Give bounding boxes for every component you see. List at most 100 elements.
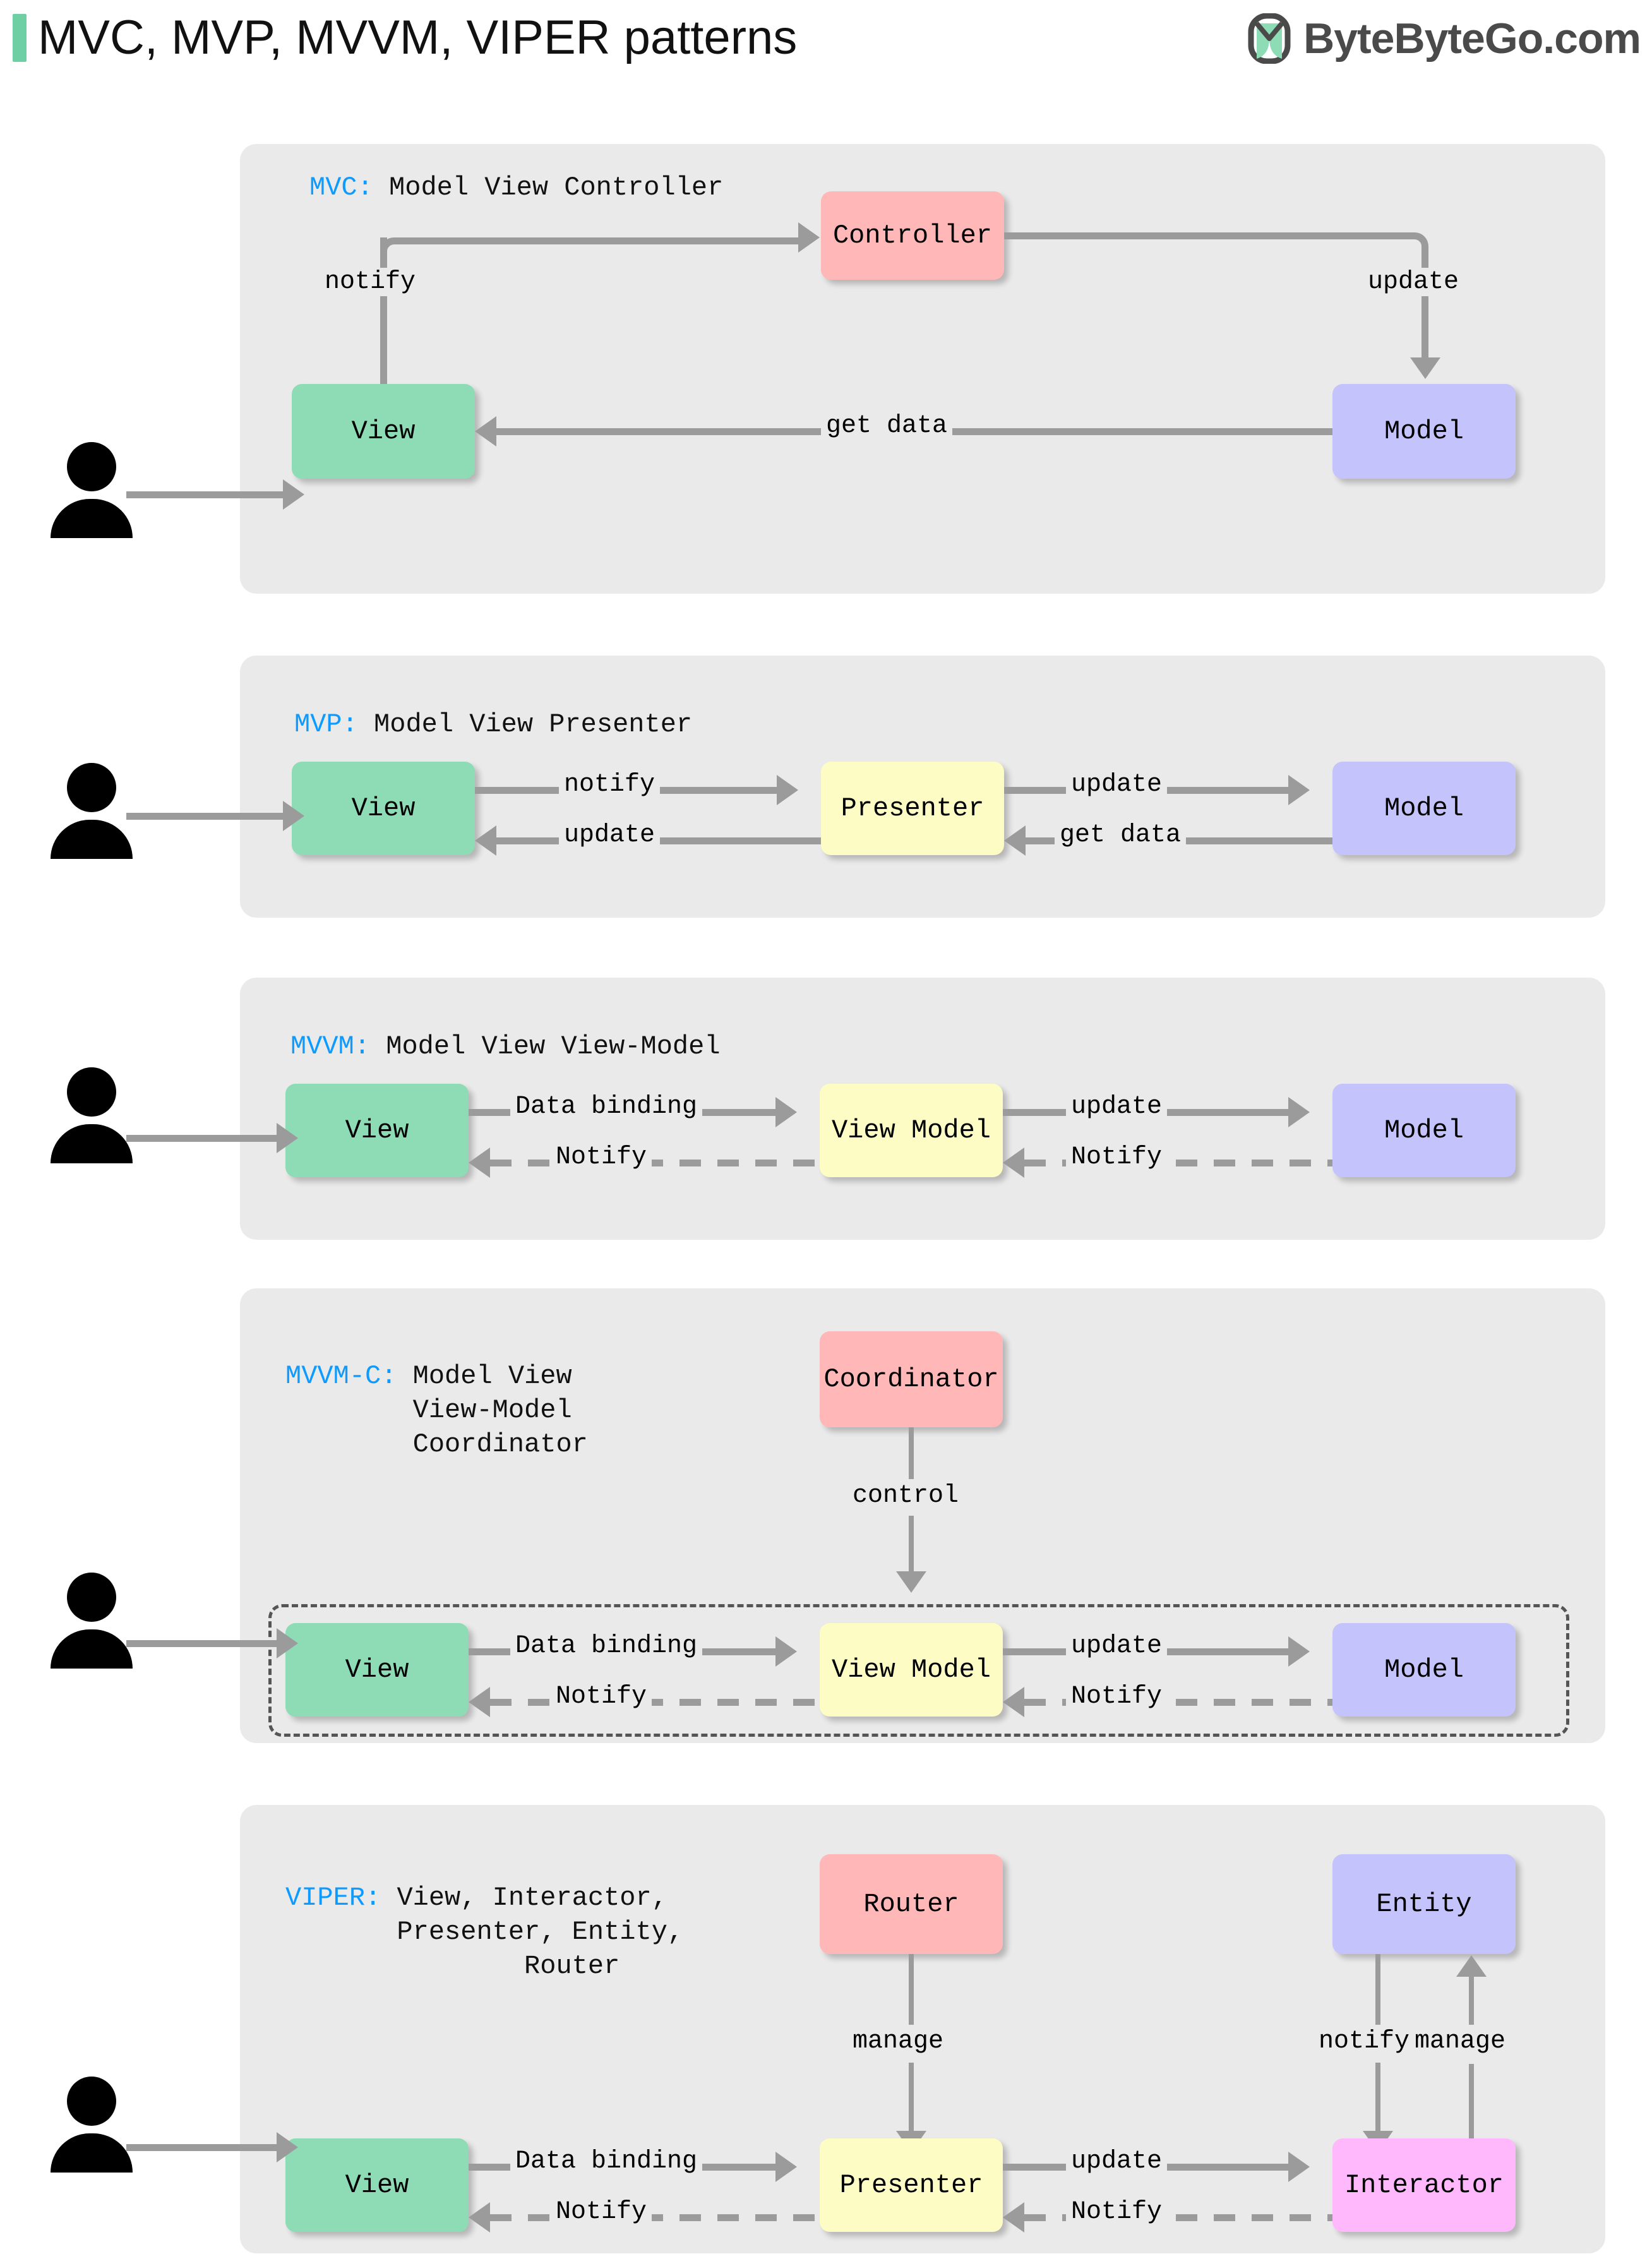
- edge-databinding-arrow-mvvm: [775, 1097, 797, 1127]
- user-body-icon: [51, 499, 133, 538]
- node-view-mvp[interactable]: View: [292, 762, 475, 855]
- node-entity[interactable]: Entity: [1332, 1854, 1516, 1954]
- edge-notify-vertical: [380, 237, 387, 384]
- node-view-mvvmc[interactable]: View: [285, 1623, 469, 1717]
- edge-updateback-arrow-mvp: [475, 825, 496, 856]
- caption-mvvmc: MVVM-C: Model View View-Model Coordinato…: [285, 1359, 588, 1461]
- user-body-icon: [51, 1124, 133, 1163]
- section-panel-mvp: MVP: Model View Presenter View Presenter…: [240, 656, 1605, 918]
- caption-text-viper: View, Interactor, Presenter, Entity, Rou…: [397, 1883, 684, 1981]
- user-head-icon: [67, 1573, 116, 1622]
- brand-text: ByteByteGo.com: [1303, 15, 1641, 63]
- user-head-icon: [67, 763, 116, 812]
- edge-update-corner: [1396, 232, 1428, 265]
- edge-label-update-mvvm: update: [1066, 1093, 1168, 1121]
- edge-label-update-mvc: update: [1363, 268, 1464, 296]
- edge-label-manage-router: manage: [847, 2027, 949, 2056]
- edge-label-getdata-mvc: get data: [821, 412, 953, 440]
- edge-label-updateback-mvp: update: [559, 821, 661, 849]
- caption-key-mvc: MVC:: [309, 172, 373, 203]
- user-body-icon: [51, 820, 133, 859]
- node-presenter-viper[interactable]: Presenter: [820, 2138, 1003, 2232]
- edge-label-notifyright-viper: Notify: [1066, 2198, 1168, 2226]
- edge-notifyright-line-viper: [1024, 2214, 1332, 2221]
- node-model-mvvmc[interactable]: Model: [1332, 1623, 1516, 1717]
- edge-manage-entity-arrowhead: [1456, 1955, 1487, 1977]
- edge-label-update-mvvmc: update: [1066, 1632, 1168, 1660]
- edge-notify-entity-line-top: [1375, 1954, 1380, 2025]
- edge-label-notifyleft-mvvm: Notify: [551, 1143, 652, 1172]
- edge-notifyleft-line-mvvm: [490, 1160, 820, 1166]
- edge-databinding-arrow-viper: [775, 2152, 797, 2182]
- user-arrow-head-mvp: [283, 801, 304, 831]
- user-arrow-line-viper: [126, 2144, 277, 2151]
- edge-label-notifyright-mvvm: Notify: [1066, 1143, 1168, 1172]
- node-viewmodel-mvvm[interactable]: View Model: [820, 1084, 1003, 1177]
- edge-label-notify-mvp: notify: [559, 770, 661, 799]
- section-panel-mvc: MVC: Model View Controller Controller Vi…: [240, 144, 1605, 594]
- node-controller[interactable]: Controller: [821, 191, 1004, 280]
- edge-notify-arrow-mvp: [777, 775, 798, 805]
- user-arrow-head-viper: [277, 2132, 298, 2162]
- user-arrow-head-mvvm: [277, 1123, 298, 1153]
- edge-notifyright-arrow-mvvm: [1003, 1148, 1024, 1178]
- title-accent-bar: [13, 14, 27, 62]
- caption-text-mvvm: Model View View-Model: [370, 1031, 721, 1062]
- user-body-icon: [51, 2133, 133, 2173]
- node-presenter-mvp[interactable]: Presenter: [821, 762, 1004, 855]
- caption-mvvm: MVVM: Model View View-Model: [290, 1029, 721, 1064]
- edge-notifyright-arrow-viper: [1003, 2202, 1024, 2233]
- user-arrow-line-mvvm: [126, 1135, 277, 1142]
- edge-notifyright-line-mvvm: [1024, 1160, 1332, 1166]
- node-model-mvc[interactable]: Model: [1332, 384, 1516, 479]
- edge-label-getdata-mvp: get data: [1055, 821, 1187, 849]
- user-avatar-mvp: [51, 763, 133, 859]
- edge-label-update-mvp: update: [1066, 770, 1168, 799]
- edge-notify-corner: [380, 237, 412, 270]
- node-interactor[interactable]: Interactor: [1332, 2138, 1516, 2232]
- node-model-mvp[interactable]: Model: [1332, 762, 1516, 855]
- user-avatar-mvvmc: [51, 1573, 133, 1669]
- edge-databinding-arrow-mvvmc: [775, 1636, 797, 1667]
- edge-update-arrow-mvp: [1288, 775, 1310, 805]
- edge-update-arrow-mvvm: [1288, 1097, 1310, 1127]
- caption-viper: VIPER: View, Interactor, Presenter, Enti…: [285, 1881, 683, 1983]
- edge-control-line-bottom: [909, 1516, 914, 1573]
- edge-manage-router-line-bottom: [909, 2063, 914, 2132]
- edge-label-manage-entity: manage: [1410, 2027, 1511, 2056]
- caption-key-mvvm: MVVM:: [290, 1031, 371, 1062]
- section-panel-mvvmc: MVVM-C: Model View View-Model Coordinato…: [240, 1288, 1605, 1743]
- edge-manage-entity-line-top: [1469, 1977, 1474, 2025]
- user-arrow-head-mvc: [283, 479, 304, 510]
- brand-logo: ByteByteGo.com: [1248, 13, 1641, 64]
- page-title: MVC, MVP, MVVM, VIPER patterns: [38, 11, 798, 64]
- caption-mvc: MVC: Model View Controller: [309, 171, 723, 205]
- edge-update-arrow-mvvmc: [1288, 1636, 1310, 1667]
- node-view-mvc[interactable]: View: [292, 384, 475, 479]
- user-head-icon: [67, 442, 116, 491]
- node-view-viper[interactable]: View: [285, 2138, 469, 2232]
- mvvm-group-boundary: [268, 1604, 1569, 1737]
- edge-label-notifyright-mvvmc: Notify: [1066, 1682, 1168, 1711]
- node-viewmodel-mvvmc[interactable]: View Model: [820, 1623, 1003, 1717]
- edge-label-notify-mvc: notify: [320, 268, 421, 296]
- user-arrow-line-mvc: [126, 491, 283, 498]
- edge-label-notify-entity: notify: [1314, 2027, 1415, 2056]
- node-router[interactable]: Router: [820, 1854, 1003, 1954]
- node-model-mvvm[interactable]: Model: [1332, 1084, 1516, 1177]
- user-arrow-line-mvvmc: [126, 1640, 277, 1647]
- edge-manage-entity-line-bottom: [1469, 2064, 1474, 2151]
- user-arrow-head-mvvmc: [277, 1628, 298, 1658]
- caption-text-mvp: Model View Presenter: [357, 709, 693, 740]
- edge-notifyleft-line-viper: [490, 2214, 820, 2221]
- edge-update-arrow-viper: [1288, 2152, 1310, 2182]
- edge-label-notifyleft-mvvmc: Notify: [551, 1682, 652, 1711]
- edge-update-arrowhead: [1410, 357, 1440, 379]
- edge-notify-horizontal: [405, 237, 798, 244]
- section-panel-viper: VIPER: View, Interactor, Presenter, Enti…: [240, 1805, 1605, 2253]
- user-head-icon: [67, 2077, 116, 2126]
- edge-control-arrowhead: [896, 1571, 926, 1593]
- node-view-mvvm[interactable]: View: [285, 1084, 469, 1177]
- node-coordinator[interactable]: Coordinator: [820, 1331, 1003, 1427]
- caption-text-mvc: Model View Controller: [373, 172, 724, 203]
